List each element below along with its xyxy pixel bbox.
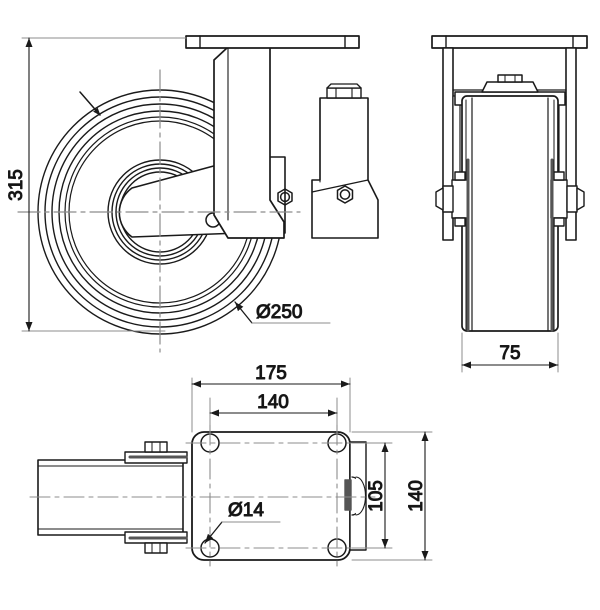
dim-175-label: 175: [255, 363, 287, 384]
dimension-bolt-spacing-105: 105: [351, 442, 393, 549]
axle-end-top: [344, 441, 367, 551]
axle-bolt-right: [550, 171, 585, 227]
top-view: Ø14: [29, 424, 376, 567]
centerlines-side: [17, 69, 301, 353]
dim-140v-label: 140: [406, 480, 427, 512]
wheel-front-profile: [461, 95, 559, 332]
dim-105-label: 105: [366, 480, 387, 512]
dim-250-label: Ø250: [256, 302, 302, 323]
dim-140h-label: 140: [257, 392, 289, 413]
side-view: [17, 35, 379, 353]
dimension-bolt-spacing-140: 140: [209, 392, 338, 437]
top-mounting-plate-front: [431, 35, 588, 49]
dimension-bolt-hole-14: Ø14: [204, 500, 281, 544]
wheel-tread-shade: [466, 158, 554, 332]
dimension-length-175: 175: [191, 363, 351, 433]
axle-bolt-left: [435, 171, 469, 227]
dimension-wheel-diameter: Ø250: [234, 301, 331, 324]
tire-leader-arrow: [79, 91, 101, 116]
fork-leg: [213, 46, 285, 239]
dimension-height-315: 315: [6, 37, 187, 332]
dimension-width-75: 75: [461, 332, 559, 373]
brake-hex-bolt: [336, 185, 354, 204]
top-mounting-plate-side: [185, 35, 360, 49]
dim-315-label: 315: [6, 169, 27, 201]
brake-housing: [311, 83, 379, 239]
yoke-shade: [128, 455, 188, 540]
dim-75-label: 75: [499, 343, 520, 364]
front-view: [431, 35, 588, 332]
fork-hex-bolt: [277, 188, 293, 206]
dimension-plate-width-140: 140: [351, 431, 433, 561]
dim-14-label: Ø14: [228, 500, 264, 521]
